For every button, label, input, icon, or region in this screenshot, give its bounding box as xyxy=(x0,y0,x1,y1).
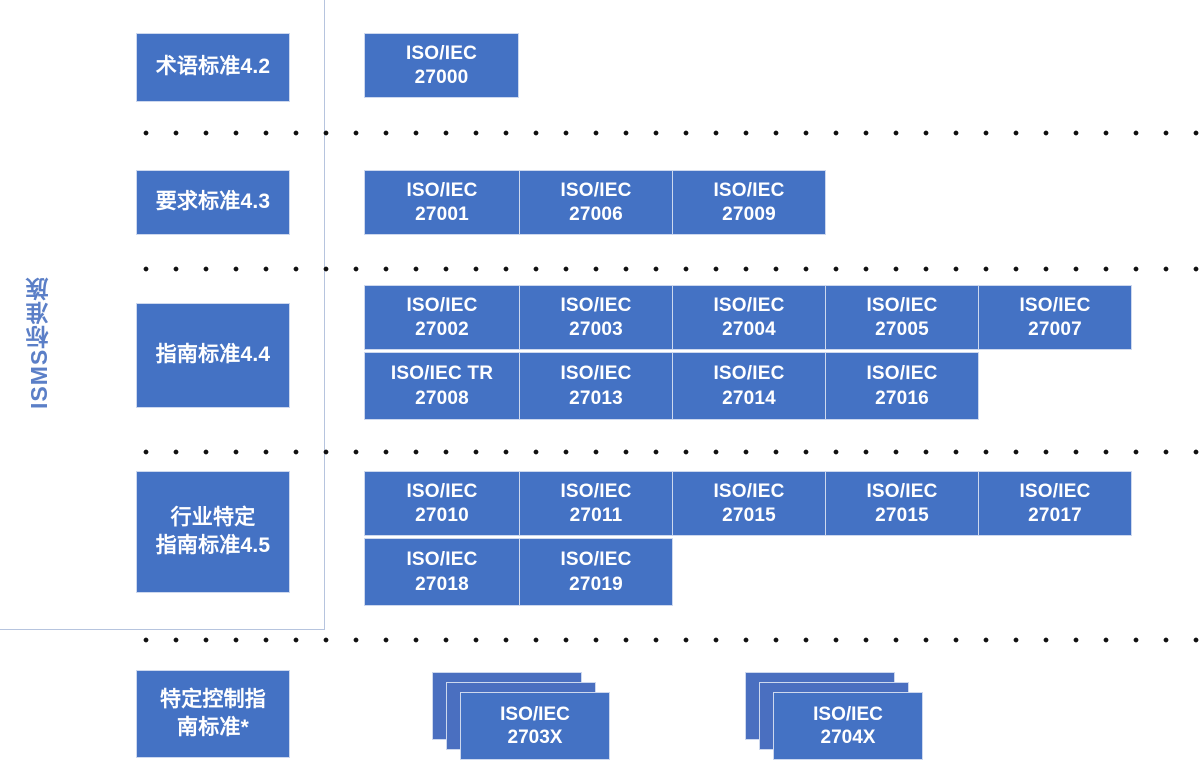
standard-card-27004-line1: ISO/IEC xyxy=(713,294,785,316)
standard-card-27009[interactable]: ISO/IEC 27009 xyxy=(672,170,826,235)
standard-card-27014[interactable]: ISO/IEC 27014 xyxy=(672,352,826,420)
row-separator-2 xyxy=(131,266,1204,272)
standard-card-27002-line2: 27002 xyxy=(415,319,469,340)
standard-card-27016-line2: 27016 xyxy=(875,387,929,409)
standard-card-27015-b-line2: 27015 xyxy=(875,505,929,526)
standard-card-27002-line1: ISO/IEC xyxy=(406,294,478,316)
standard-card-27010-line1: ISO/IEC xyxy=(406,480,478,502)
standard-card-27009-line2: 27009 xyxy=(722,204,776,225)
standard-card-27015-b-line1: ISO/IEC xyxy=(866,480,938,502)
row-separator-1 xyxy=(131,130,1204,136)
standard-card-27003-line2: 27003 xyxy=(569,319,623,340)
category-label-terminology-line1: 术语标准4.2 xyxy=(155,55,271,79)
standard-stack-2704X[interactable]: ISO/IEC ISO/IEC 2704X xyxy=(745,672,925,764)
standard-stack-2703X-line1: ISO/IEC xyxy=(500,703,570,725)
standard-card-27005-line1: ISO/IEC xyxy=(866,294,938,316)
standard-stack-2704X-line2: 2704X xyxy=(820,727,876,748)
standard-card-27000-line2: 27000 xyxy=(414,67,469,88)
standard-card-27016[interactable]: ISO/IEC 27016 xyxy=(825,352,979,420)
standard-card-27017[interactable]: ISO/IEC 27017 xyxy=(978,471,1132,536)
standard-card-27017-line1: ISO/IEC xyxy=(1019,480,1091,502)
standard-card-27019-line1: ISO/IEC xyxy=(560,549,632,571)
category-label-sector-specific-line1: 行业特定 xyxy=(170,505,256,529)
standard-card-27014-line2: 27014 xyxy=(722,387,776,409)
category-label-guidance[interactable]: 指南标准4.4 xyxy=(136,303,290,408)
standard-card-27007[interactable]: ISO/IEC 27007 xyxy=(978,285,1132,350)
standard-card-27015-a[interactable]: ISO/IEC 27015 xyxy=(672,471,826,536)
standard-card-27017-line2: 27017 xyxy=(1028,505,1082,526)
standard-card-27005-line2: 27005 xyxy=(875,319,929,340)
category-label-control-specific[interactable]: 特定控制指 南标准* xyxy=(136,670,290,758)
standard-card-27004-line2: 27004 xyxy=(722,319,776,340)
standard-card-27011-line1: ISO/IEC xyxy=(560,480,632,502)
standard-card-27015-a-line2: 27015 xyxy=(722,505,776,526)
isms-family-group-outline xyxy=(0,0,325,630)
standard-card-27009-line1: ISO/IEC xyxy=(713,179,785,201)
standard-card-27001-line2: 27001 xyxy=(415,204,469,225)
category-label-control-specific-line1: 特定控制指 xyxy=(160,687,266,711)
row-separator-3 xyxy=(131,449,1204,455)
standard-card-27007-line2: 27007 xyxy=(1028,319,1082,340)
standard-card-27015-b[interactable]: ISO/IEC 27015 xyxy=(825,471,979,536)
category-label-guidance-line1: 指南标准4.4 xyxy=(155,343,271,367)
standard-card-27016-line1: ISO/IEC xyxy=(866,363,938,385)
standard-card-27000-line1: ISO/IEC xyxy=(405,42,478,64)
standard-card-27018-line2: 27018 xyxy=(415,573,469,595)
category-label-requirements-line1: 要求标准4.3 xyxy=(155,190,271,214)
standard-card-27002[interactable]: ISO/IEC 27002 xyxy=(364,285,520,350)
standard-stack-2704X-line1: ISO/IEC xyxy=(813,703,883,725)
standard-card-27011[interactable]: ISO/IEC 27011 xyxy=(519,471,673,536)
standard-card-27019-line2: 27019 xyxy=(569,573,623,595)
standard-card-27011-line2: 27011 xyxy=(569,505,623,526)
category-label-requirements[interactable]: 要求标准4.3 xyxy=(136,170,290,235)
standard-card-27006[interactable]: ISO/IEC 27006 xyxy=(519,170,673,235)
stack-layer-front: ISO/IEC 2703X xyxy=(460,692,610,760)
standard-card-27013-line1: ISO/IEC xyxy=(560,363,632,385)
standard-card-27015-a-line1: ISO/IEC xyxy=(713,480,785,502)
standard-card-27004[interactable]: ISO/IEC 27004 xyxy=(672,285,826,350)
standard-card-27013-line2: 27013 xyxy=(569,387,623,409)
category-label-sector-specific[interactable]: 行业特定 指南标准4.5 xyxy=(136,471,290,593)
standard-stack-2703X-line2: 2703X xyxy=(507,727,563,748)
category-label-terminology[interactable]: 术语标准4.2 xyxy=(136,33,290,102)
standard-stack-2703X[interactable]: ISO/IEC ISO/IEC 2703X xyxy=(432,672,612,764)
standard-card-27014-line1: ISO/IEC xyxy=(713,363,785,385)
standard-card-27000[interactable]: ISO/IEC 27000 xyxy=(364,33,519,98)
standard-card-27003-line1: ISO/IEC xyxy=(560,294,632,316)
standard-card-27007-line1: ISO/IEC xyxy=(1019,294,1091,316)
isms-family-vertical-label: ISMS标准族 xyxy=(26,276,52,410)
standard-card-27010[interactable]: ISO/IEC 27010 xyxy=(364,471,520,536)
standard-card-27006-line1: ISO/IEC xyxy=(560,179,632,201)
standard-card-27005[interactable]: ISO/IEC 27005 xyxy=(825,285,979,350)
standard-card-27019[interactable]: ISO/IEC 27019 xyxy=(519,538,673,606)
standard-card-27010-line2: 27010 xyxy=(415,505,469,526)
standard-card-27006-line2: 27006 xyxy=(569,204,623,225)
category-label-sector-specific-line2: 指南标准4.5 xyxy=(155,534,271,557)
standard-card-27001[interactable]: ISO/IEC 27001 xyxy=(364,170,520,235)
standard-card-27003[interactable]: ISO/IEC 27003 xyxy=(519,285,673,350)
standard-card-27018-line1: ISO/IEC xyxy=(406,549,478,571)
stack-layer-front: ISO/IEC 2704X xyxy=(773,692,923,760)
standard-card-27008-line1: ISO/IEC TR xyxy=(390,363,494,385)
standard-card-27008-line2: 27008 xyxy=(415,387,469,409)
standard-card-27018[interactable]: ISO/IEC 27018 xyxy=(364,538,520,606)
standard-card-27008[interactable]: ISO/IEC TR 27008 xyxy=(364,352,520,420)
standard-card-27013[interactable]: ISO/IEC 27013 xyxy=(519,352,673,420)
row-separator-4 xyxy=(131,637,1204,643)
category-label-control-specific-line2: 南标准* xyxy=(177,716,249,739)
standard-card-27001-line1: ISO/IEC xyxy=(406,179,478,201)
